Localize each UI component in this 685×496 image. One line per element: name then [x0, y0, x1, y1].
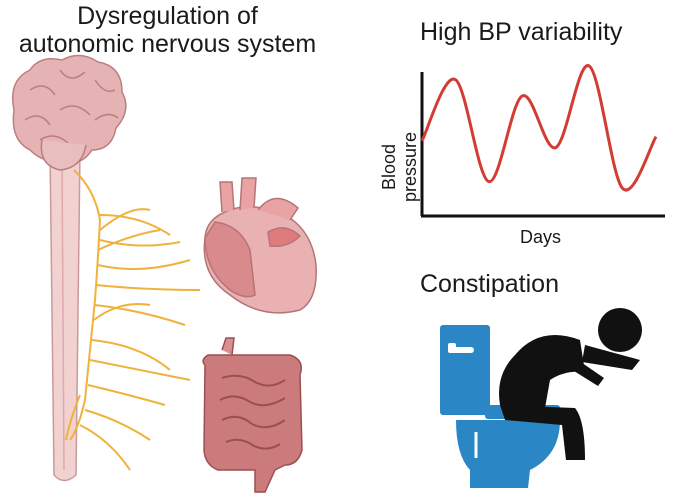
person-icon: [499, 308, 642, 460]
brain-icon: [12, 54, 127, 171]
bp-series-line: [420, 64, 658, 192]
x-axis-label: Days: [520, 227, 562, 247]
nerve-icon: [65, 169, 201, 471]
autonomic-title: Dysregulation of autonomic nervous syste…: [0, 2, 335, 58]
constipation-title: Constipation: [420, 270, 559, 298]
bp-title: High BP variability: [420, 18, 623, 46]
spinal-cord-icon: [49, 149, 81, 482]
intestine-icon: [202, 337, 303, 493]
autonomic-title-line1: Dysregulation of: [77, 2, 258, 30]
autonomic-title-line2: autonomic nervous system: [18, 30, 317, 58]
heart-icon: [203, 177, 317, 314]
